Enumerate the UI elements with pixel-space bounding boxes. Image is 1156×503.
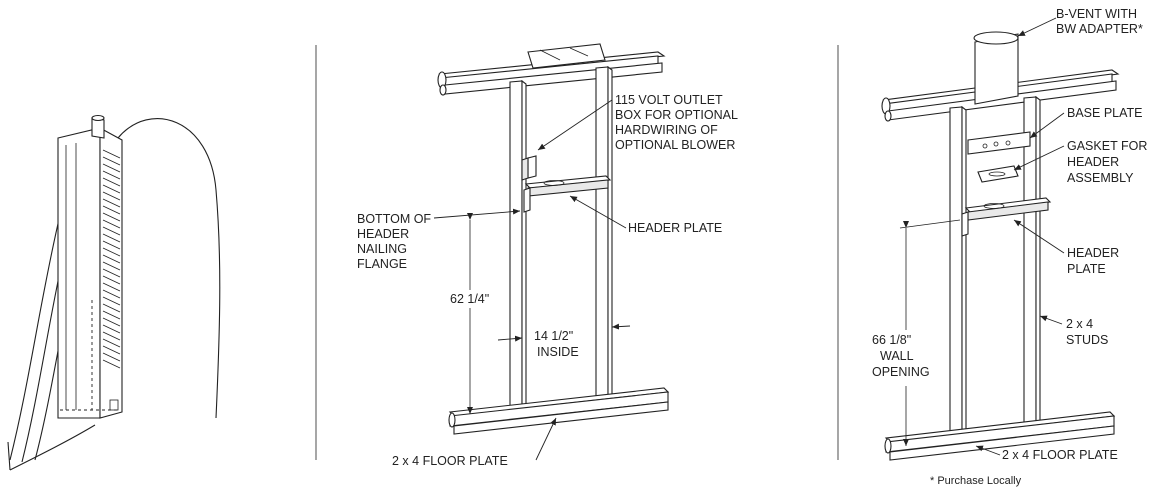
width-label-middle-1: 14 1/2"	[534, 329, 573, 343]
header-plate-label-middle: HEADER PLATE	[628, 221, 722, 235]
gasket-label-2: HEADER	[1067, 155, 1119, 169]
wall-opening-dimension: 66 1/8" WALL OPENING	[868, 219, 961, 446]
framing-illustration-right	[881, 31, 1120, 461]
gasket-label-3: ASSEMBLY	[1067, 171, 1134, 185]
gasket-callout: GASKET FOR HEADER ASSEMBLY	[1013, 139, 1147, 185]
bottom-flange-label-1: BOTTOM OF	[357, 212, 431, 226]
outlet-box-label-1: 115 VOLT OUTLET	[615, 93, 723, 107]
header-plate-label-right-1: HEADER	[1067, 246, 1119, 260]
bvent-label-1: B-VENT WITH	[1056, 7, 1137, 21]
bottom-flange-callout: BOTTOM OF HEADER NAILING FLANGE	[357, 208, 521, 271]
heater-unit-illustration	[7, 114, 221, 471]
gasket-label-1: GASKET FOR	[1067, 139, 1147, 153]
header-plate-label-right-2: PLATE	[1067, 262, 1106, 276]
floor-plate-label-middle: 2 x 4 FLOOR PLATE	[392, 454, 508, 468]
wall-opening-label-3: OPENING	[872, 365, 930, 379]
bvent-callout: B-VENT WITH BW ADAPTER*	[1017, 7, 1143, 37]
studs-label-1: 2 x 4	[1066, 317, 1093, 331]
outlet-box-label-2: BOX FOR OPTIONAL	[615, 108, 738, 122]
floor-plate-callout-middle: 2 x 4 FLOOR PLATE	[392, 417, 557, 468]
base-plate-label: BASE PLATE	[1067, 106, 1143, 120]
studs-callout: 2 x 4 STUDS	[1039, 315, 1108, 347]
heater-louvers	[102, 149, 121, 369]
wall-opening-label-1: 66 1/8"	[872, 333, 911, 347]
bvent-label-2: BW ADAPTER*	[1056, 22, 1143, 36]
floor-plate-label-right: 2 x 4 FLOOR PLATE	[1002, 448, 1118, 462]
width-dimension-middle: 14 1/2" INSIDE	[497, 323, 631, 359]
outlet-box-callout: 115 VOLT OUTLET BOX FOR OPTIONAL HARDWIR…	[537, 93, 738, 152]
bottom-flange-label-4: FLANGE	[357, 257, 407, 271]
outlet-box-label-4: OPTIONAL BLOWER	[615, 138, 735, 152]
bottom-flange-label-3: NAILING	[357, 242, 407, 256]
floor-plate-callout-right: 2 x 4 FLOOR PLATE	[975, 445, 1118, 462]
width-label-middle-2: INSIDE	[537, 345, 579, 359]
header-plate-callout-right: HEADER PLATE	[1013, 219, 1119, 276]
header-plate-callout-middle: HEADER PLATE	[569, 195, 722, 235]
bottom-flange-label-2: HEADER	[357, 227, 409, 241]
footnote-purchase-locally: * Purchase Locally	[930, 475, 1022, 487]
height-dimension-middle: 62 1/4"	[446, 213, 496, 414]
framing-illustration-middle	[437, 43, 670, 435]
outlet-box-label-3: HARDWIRING OF	[615, 123, 718, 137]
studs-label-2: STUDS	[1066, 333, 1108, 347]
height-label-middle: 62 1/4"	[450, 292, 489, 306]
base-plate-callout: BASE PLATE	[1029, 106, 1143, 139]
wall-opening-label-2: WALL	[880, 349, 914, 363]
